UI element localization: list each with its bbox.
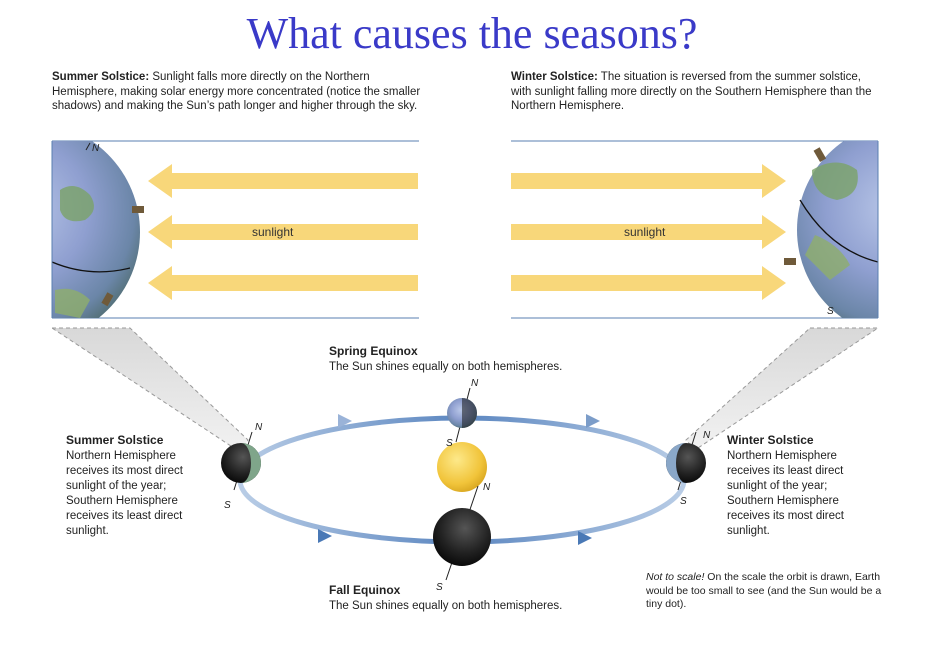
spring-equinox-earth: N S (446, 378, 479, 449)
spring-heading: Spring Equinox (329, 344, 418, 358)
sun (437, 442, 487, 492)
scale-note-text: On the scale the orbit is drawn, Earth w… (646, 571, 882, 610)
winter-panel-arrows (511, 164, 786, 300)
summer-solstice-label: Summer Solstice Northern Hemisphere rece… (66, 433, 216, 539)
winter-s-label: S (680, 496, 687, 507)
winter-n-label: N (703, 430, 711, 441)
summer-text: Northern Hemisphere receives its most di… (66, 450, 183, 537)
winter-text: Northern Hemisphere receives its least d… (727, 450, 844, 537)
fall-equinox-label: Fall Equinox The Sun shines equally on b… (329, 583, 629, 614)
summer-caption-heading: Summer Solstice: (52, 71, 150, 83)
winter-panel-figures (784, 147, 827, 265)
winter-caption-text: The situation is reversed from the summe… (511, 71, 872, 112)
fall-s-label: S (436, 582, 443, 593)
spring-s-label: S (446, 438, 453, 449)
summer-panel-arrows (148, 164, 418, 300)
fall-equinox-earth: N S (433, 482, 491, 593)
scale-note-emph: Not to scale! (646, 571, 705, 583)
spring-text: The Sun shines equally on both hemispher… (329, 361, 563, 373)
winter-solstice-earth: N S (666, 430, 711, 507)
winter-solstice-label: Winter Solstice Northern Hemisphere rece… (727, 433, 877, 539)
summer-earth-closeup (52, 141, 140, 318)
summer-sunlight-label: sunlight (252, 225, 294, 239)
fall-text: The Sun shines equally on both hemispher… (329, 600, 563, 612)
page-title: What causes the seasons? (246, 9, 698, 58)
winter-solstice-caption: Winter Solstice: The situation is revers… (511, 70, 881, 114)
fall-heading: Fall Equinox (329, 583, 401, 597)
winter-sunlight-panel: S sunlight (511, 140, 879, 319)
summer-solstice-caption: Summer Solstice: Sunlight falls more dir… (52, 70, 432, 114)
summer-heading: Summer Solstice (66, 433, 164, 447)
summer-n-label: N (255, 422, 263, 433)
summer-panel-figures (101, 206, 144, 307)
scale-note: Not to scale! On the scale the orbit is … (646, 571, 886, 612)
summer-s-label: S (224, 500, 231, 511)
spring-equinox-label: Spring Equinox The Sun shines equally on… (329, 344, 629, 375)
summer-solstice-earth: N S (221, 422, 263, 511)
spring-n-label: N (471, 378, 479, 389)
winter-heading: Winter Solstice (727, 433, 814, 447)
winter-caption-heading: Winter Solstice: (511, 71, 598, 83)
summer-sunlight-panel: N sunlight (51, 140, 419, 319)
summer-caption-text: Sunlight falls more directly on the Nort… (52, 71, 421, 112)
winter-sunlight-label: sunlight (624, 225, 666, 239)
summer-zoom-cone (50, 327, 249, 453)
winter-zoom-cone (685, 327, 880, 451)
fall-n-label: N (483, 482, 491, 493)
winter-panel-s-label: S (827, 306, 834, 317)
summer-panel-n-label: N (92, 143, 100, 154)
